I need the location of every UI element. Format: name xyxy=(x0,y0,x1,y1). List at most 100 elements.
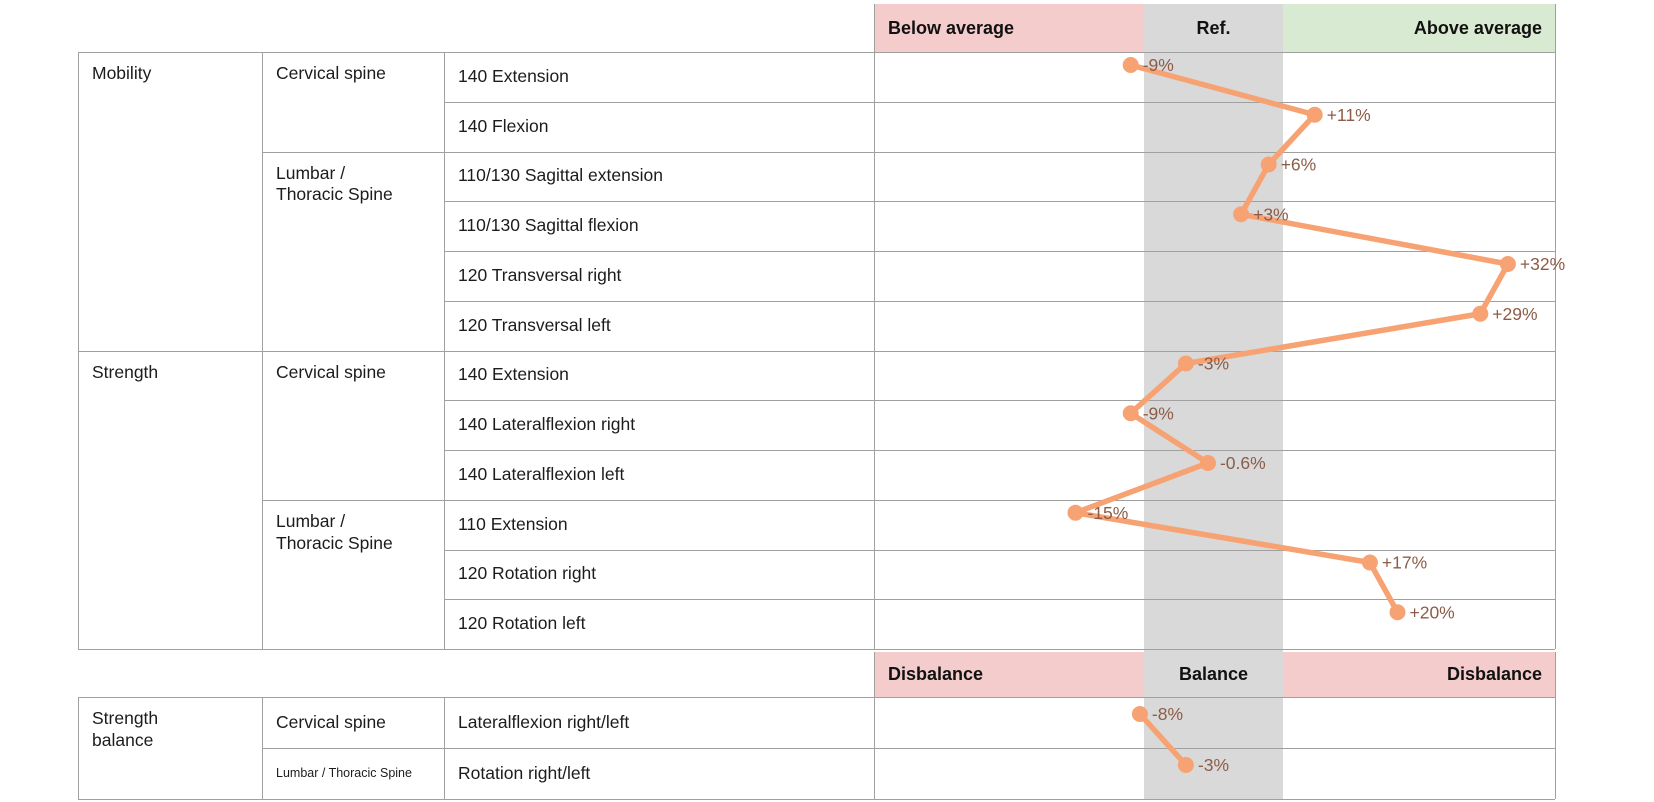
measurement-label: Lateralflexion right/left xyxy=(458,711,630,732)
grid-line xyxy=(262,151,1555,153)
measurement-label: 110 Extension xyxy=(458,513,568,534)
grid-line xyxy=(444,697,445,799)
region-cell: Lumbar / Thoracic Spine xyxy=(262,500,444,649)
header-above-average-label: Above average xyxy=(1413,17,1542,38)
measurement-label: 110/130 Sagittal flexion xyxy=(458,215,639,236)
grid-line xyxy=(444,300,1555,302)
data-point xyxy=(1389,604,1406,621)
grid-line xyxy=(78,52,79,649)
category-mobility-label: Mobility xyxy=(92,63,152,83)
region-cell: Lumbar / Thoracic Spine xyxy=(262,152,444,351)
measurement-cell: 140 Lateralflexion right xyxy=(444,400,874,450)
grid-line xyxy=(78,697,79,799)
grid-line xyxy=(444,599,1555,601)
header-balance: Balance xyxy=(1144,652,1283,697)
measurement-label: 120 Rotation left xyxy=(458,613,586,634)
data-point xyxy=(1361,554,1378,571)
header-ref: Ref. xyxy=(1144,4,1283,52)
region-label: Lumbar / Thoracic Spine xyxy=(276,510,393,553)
measurement-cell: 140 Lateralflexion left xyxy=(444,450,874,500)
category-cell-mobility: Mobility xyxy=(78,52,262,350)
region-cell: Cervical spine xyxy=(262,351,444,500)
grid-line xyxy=(444,549,1555,551)
category-cell-strength: Strength xyxy=(78,351,262,649)
grid-line xyxy=(78,52,1555,53)
measurement-cell: 110 Extension xyxy=(444,500,874,550)
grid-line xyxy=(444,101,1555,103)
data-point xyxy=(1472,305,1489,322)
grid-line xyxy=(874,652,875,799)
region-label: Cervical spine xyxy=(276,63,386,83)
measurement-cell: Lateralflexion right/left xyxy=(444,697,874,748)
header-below-average-label: Below average xyxy=(888,17,1015,38)
data-point-label: +11% xyxy=(1327,105,1371,125)
data-point xyxy=(1499,256,1516,272)
data-point-label: -15% xyxy=(1088,503,1129,523)
measurement-label: 120 Transversal right xyxy=(458,264,622,285)
grid-line xyxy=(874,4,875,649)
header-above-average: Above average xyxy=(1283,4,1555,52)
measurement-cell: 140 Extension xyxy=(444,351,874,401)
grid-line xyxy=(444,400,1555,402)
measurement-cell: 120 Transversal right xyxy=(444,251,874,301)
category-cell-strength-balance: Strength balance xyxy=(78,697,262,799)
measurement-label: 140 Lateralflexion left xyxy=(458,463,625,484)
measurement-label: 110/130 Sagittal extension xyxy=(458,165,663,186)
region-label: Lumbar / Thoracic Spine xyxy=(276,162,393,205)
measurement-cell: Rotation right/left xyxy=(444,748,874,799)
header-balance-label: Balance xyxy=(1178,664,1249,684)
grid-line xyxy=(262,748,1555,749)
header-disbalance-left-label: Disbalance xyxy=(888,664,984,684)
grid-line xyxy=(78,350,1555,352)
data-point xyxy=(1067,504,1084,521)
grid-line xyxy=(444,450,1555,451)
category-strength-balance-label: Strength balance xyxy=(92,708,159,750)
grid-line xyxy=(78,799,1555,800)
grid-line xyxy=(262,52,263,649)
measurement-cell: 120 Transversal left xyxy=(444,301,874,351)
grid-line xyxy=(1555,4,1556,649)
measurement-label: 140 Extension xyxy=(458,364,569,385)
measurement-cell: 140 Flexion xyxy=(444,102,874,152)
header-disbalance-left: Disbalance xyxy=(874,652,1144,697)
data-point-label: +6% xyxy=(1281,155,1317,175)
grid-line xyxy=(78,649,1555,650)
grid-line xyxy=(444,251,1555,252)
grid-line xyxy=(262,697,263,799)
measurement-cell: 110/130 Sagittal extension xyxy=(444,152,874,202)
header-ref-label: Ref. xyxy=(1196,17,1231,38)
grid-line xyxy=(444,52,445,649)
measurement-label: 120 Transversal left xyxy=(458,314,611,335)
measurement-cell: 120 Rotation left xyxy=(444,599,874,649)
grid-line xyxy=(1555,652,1556,799)
data-point-label: +29% xyxy=(1492,304,1537,324)
measurement-label: Rotation right/left xyxy=(458,762,591,783)
category-strength-label: Strength xyxy=(92,361,159,382)
data-point xyxy=(1306,106,1323,123)
region-label: Lumbar / Thoracic Spine xyxy=(276,765,412,780)
measurement-label: 140 Flexion xyxy=(458,115,549,136)
measurement-label: 140 Lateralflexion right xyxy=(458,414,636,435)
data-point xyxy=(1122,57,1139,73)
grid-line xyxy=(444,201,1555,203)
measurement-label: 140 Extension xyxy=(458,65,569,86)
measurement-cell: 140 Extension xyxy=(444,52,874,102)
region-cell: Cervical spine xyxy=(262,52,444,151)
data-point-label: +17% xyxy=(1382,553,1427,573)
header-disbalance-right-label: Disbalance xyxy=(1446,664,1542,684)
measurement-cell: 120 Rotation right xyxy=(444,550,874,600)
grid-line xyxy=(262,499,1555,501)
region-label: Cervical spine xyxy=(276,361,386,382)
region-label: Cervical spine xyxy=(276,711,386,732)
data-point-label: +20% xyxy=(1410,602,1455,622)
region-cell: Cervical spine xyxy=(262,697,444,748)
data-point xyxy=(1122,405,1139,422)
grid-line xyxy=(78,697,1555,698)
header-disbalance-right: Disbalance xyxy=(1283,652,1555,697)
measurement-cell: 110/130 Sagittal flexion xyxy=(444,201,874,251)
header-below-average: Below average xyxy=(874,4,1144,52)
measurement-label: 120 Rotation right xyxy=(458,563,597,584)
deviation-line xyxy=(1072,62,1511,615)
region-cell: Lumbar / Thoracic Spine xyxy=(262,748,444,799)
